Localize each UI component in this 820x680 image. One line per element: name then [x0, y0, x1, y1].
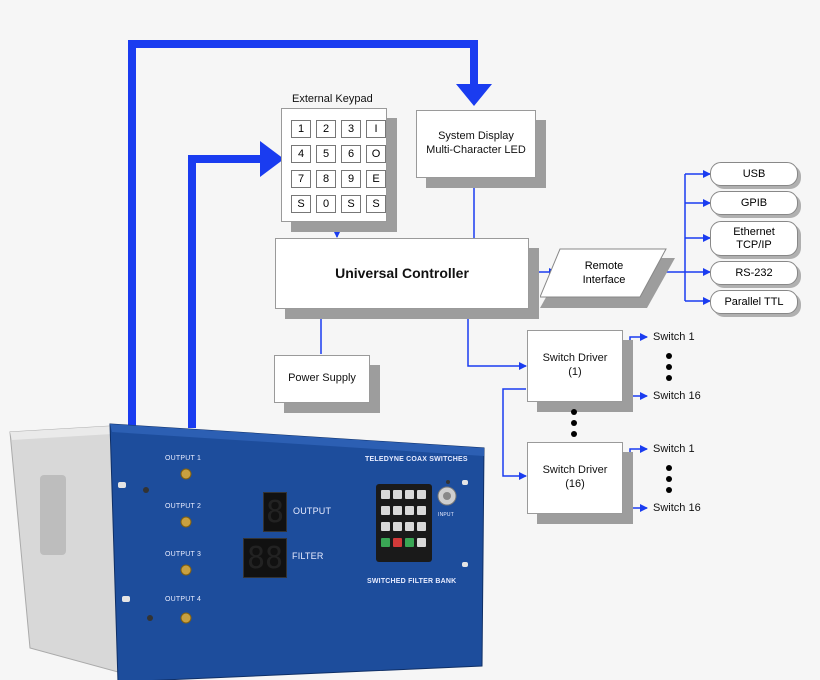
panel-keypad-button [417, 490, 426, 499]
panel-keypad-button [393, 506, 402, 515]
switch-driver-1: Switch Driver (1) [527, 330, 623, 402]
ellipsis-dot [666, 476, 672, 482]
panel-brand: TELEDYNE COAX SWITCHES [365, 456, 468, 463]
driver16-switch-last: Switch 16 [653, 502, 701, 514]
panel-keypad-button [405, 506, 414, 515]
thick-arrow-keypad [188, 155, 262, 428]
interface-parallel-ttl-label: Parallel TTL [724, 295, 784, 308]
keypad-title: External Keypad [292, 93, 373, 105]
panel-filter-label: FILTER [292, 551, 324, 561]
ellipsis-dot [666, 364, 672, 370]
switch-driver-1-index: (1) [568, 366, 582, 378]
switch-driver-16: Switch Driver (16) [527, 442, 623, 514]
interface-gpib: GPIB [710, 191, 798, 215]
ellipsis-dot [666, 353, 672, 359]
interface-usb: USB [710, 162, 798, 186]
panel-keypad-button [393, 522, 402, 531]
keypad-key: S [341, 195, 361, 213]
keypad-key: 2 [316, 120, 336, 138]
panel-output-digit: 8 [263, 492, 287, 532]
panel-keypad-button [405, 490, 414, 499]
keypad-key: O [366, 145, 386, 163]
ellipsis-dot [571, 431, 577, 437]
panel-output-3: OUTPUT 3 [165, 551, 202, 558]
panel-keypad-button [381, 490, 390, 499]
device-chassis [9, 423, 485, 680]
interface-ethernet: Ethernet TCP/IP [710, 221, 798, 256]
remote-interface-shape [540, 248, 675, 308]
interface-gpib-label: GPIB [740, 196, 768, 209]
keypad-key: 3 [341, 120, 361, 138]
ellipsis-dot [666, 465, 672, 471]
keypad-key: I [366, 120, 386, 138]
keypad-key: 0 [316, 195, 336, 213]
ellipsis-dot [571, 409, 577, 415]
panel-keypad-button [417, 538, 426, 547]
panel-filter-digits: 88 [243, 538, 287, 578]
keypad-key: 9 [341, 170, 361, 188]
switch-driver-16-label: Switch Driver [542, 464, 608, 477]
panel-output-1: OUTPUT 1 [165, 455, 202, 462]
driver16-switch-first: Switch 1 [653, 443, 695, 455]
keypad-key: 1 [291, 120, 311, 138]
switch-driver-16-index: (16) [565, 478, 585, 490]
panel-output-2: OUTPUT 2 [165, 503, 202, 510]
keypad-key: S [366, 195, 386, 213]
panel-input-label: INPUT [438, 512, 454, 518]
panel-keypad-button [417, 522, 426, 531]
remote-line1: Remote [584, 260, 624, 272]
panel-output-4: OUTPUT 4 [165, 596, 202, 603]
panel-keypad-button [405, 538, 414, 547]
ellipsis-dot [666, 487, 672, 493]
panel-product: SWITCHED FILTER BANK [367, 578, 457, 585]
keypad-key: 7 [291, 170, 311, 188]
interface-ethernet-sublabel: TCP/IP [736, 238, 772, 251]
system-display-line1: System Display [438, 130, 514, 143]
interface-rs232-label: RS-232 [735, 266, 773, 279]
remote-interface-label: Remote Interface [560, 260, 648, 288]
panel-keypad-button [381, 506, 390, 515]
thick-arrow-display [128, 40, 478, 428]
system-display-box: System Display Multi-Character LED [416, 110, 536, 178]
panel-output-label: OUTPUT [293, 506, 332, 516]
keypad-key: 6 [341, 145, 361, 163]
universal-controller-label: Universal Controller [335, 264, 469, 281]
interface-rs232: RS-232 [710, 261, 798, 285]
panel-keypad-button [381, 538, 390, 547]
interface-ethernet-label: Ethernet [733, 225, 775, 238]
keypad-key: S [291, 195, 311, 213]
panel-keypad-button [417, 506, 426, 515]
interface-usb-label: USB [742, 167, 766, 180]
panel-keypad-button [381, 522, 390, 531]
keypad-key: 8 [316, 170, 336, 188]
driver1-switch-first: Switch 1 [653, 331, 695, 343]
keypad-key: 4 [291, 145, 311, 163]
system-display-line2: Multi-Character LED [426, 144, 526, 156]
power-supply-box: Power Supply [274, 355, 370, 403]
interface-parallel-ttl: Parallel TTL [710, 290, 798, 314]
panel-keypad-button [393, 538, 402, 547]
ellipsis-dot [571, 420, 577, 426]
remote-line2: Interface [582, 273, 626, 286]
keypad-key: E [366, 170, 386, 188]
ellipsis-dot [666, 375, 672, 381]
panel-keypad-button [405, 522, 414, 531]
switch-driver-1-label: Switch Driver [542, 352, 608, 365]
power-supply-label: Power Supply [288, 372, 356, 385]
universal-controller-box: Universal Controller [275, 238, 529, 309]
keypad-key: 5 [316, 145, 336, 163]
driver1-switch-last: Switch 16 [653, 390, 701, 402]
panel-keypad-button [393, 490, 402, 499]
